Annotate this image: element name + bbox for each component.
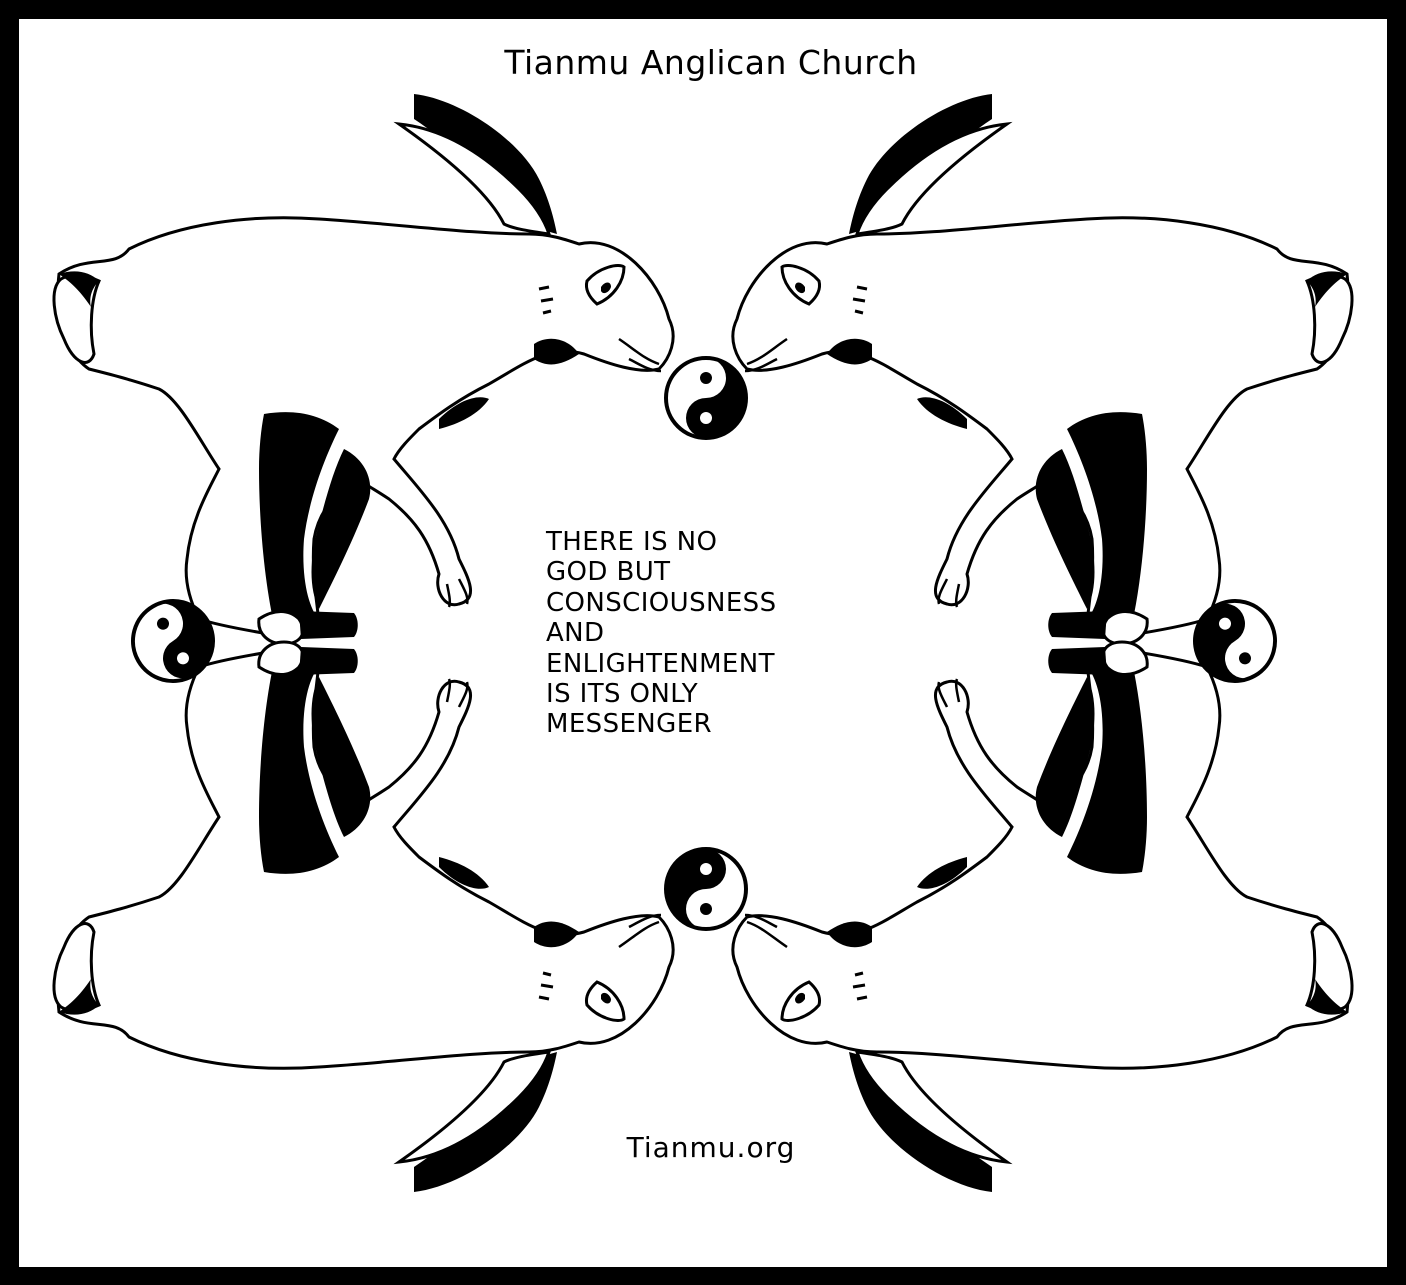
motto-line: CONSCIOUSNESS — [546, 587, 777, 618]
motto-line: MESSENGER — [546, 709, 712, 740]
website-link[interactable]: Tianmu.org — [626, 1131, 796, 1164]
motto-line: ENLIGHTENMENT — [546, 648, 775, 679]
poster-frame: Tianmu Anglican Church THERE IS NO GOD B… — [19, 19, 1387, 1267]
yin-yang-icon-bottom — [664, 847, 748, 931]
yin-yang-icon-top — [664, 356, 748, 440]
motto-line: IS ITS ONLY — [546, 679, 698, 710]
hare-bottom-right — [731, 640, 1354, 1194]
motto-line: THERE IS NO — [546, 527, 718, 557]
motto-line: AND — [546, 618, 605, 649]
hare-top-right — [731, 92, 1354, 646]
motto-line: GOD BUT — [546, 557, 671, 588]
church-title: Tianmu Anglican Church — [504, 43, 918, 82]
motto-text: THERE IS NO GOD BUT CONSCIOUSNESS AND EN… — [546, 527, 776, 740]
